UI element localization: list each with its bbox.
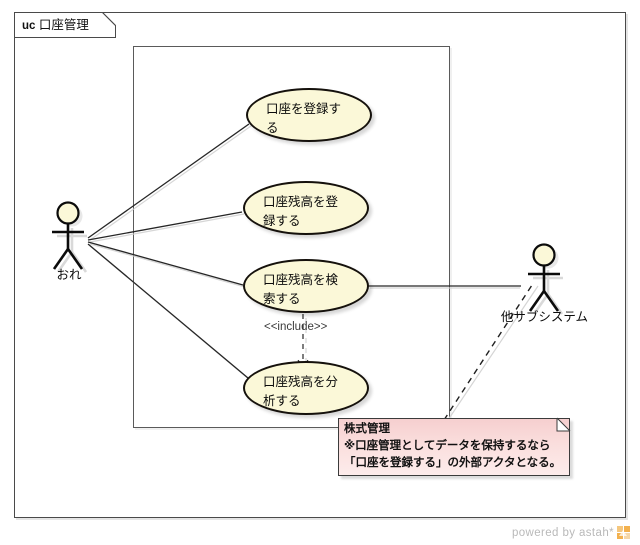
- usecase-uc3[interactable]: 口座残高を検 索する: [243, 259, 369, 313]
- frame-name-label: 口座管理: [38, 18, 89, 32]
- frame-kind-label: uc: [22, 20, 36, 32]
- note-comment[interactable]: 株式管理 ※口座管理としてデータを保持するなら 「口座を登録する」の外部アクタと…: [338, 417, 571, 476]
- actor-subsystem[interactable]: 他サブシステム: [501, 240, 588, 331]
- actor-ore-label: おれ: [56, 268, 82, 282]
- usecase-uc2[interactable]: 口座残高を登 録する: [243, 181, 369, 235]
- astah-logo-icon: [617, 526, 630, 539]
- astah-watermark: powered by astah*: [512, 526, 630, 539]
- frame-tab-shape: [14, 12, 116, 38]
- actor-ore-head: [56, 201, 80, 225]
- usecase-uc4-line2: 析する: [263, 394, 301, 408]
- usecase-uc4[interactable]: 口座残高を分 析する: [243, 361, 369, 415]
- usecase-uc1[interactable]: 口座を登録す る: [246, 88, 372, 142]
- actor-subsystem-figure: [528, 243, 564, 315]
- actor-ore[interactable]: おれ: [44, 198, 110, 289]
- actor-subsystem-label: 他サブシステム: [500, 310, 589, 324]
- system-boundary: [133, 46, 450, 428]
- assoc-ore-uc1: [87, 123, 250, 239]
- usecase-uc3-line2: 索する: [263, 292, 301, 306]
- note-line2: ※口座管理としてデータを保持するなら: [344, 440, 551, 452]
- actor-subsystem-head: [532, 243, 556, 267]
- include-stereotype-label: <<include>>: [264, 321, 328, 333]
- usecase-uc2-line1: 口座残高を登: [263, 195, 339, 209]
- usecase-uc4-line1: 口座残高を分: [263, 375, 339, 389]
- usecase-uc1-line1: 口座を登録す: [266, 102, 342, 116]
- assoc-ore-uc2: [87, 211, 243, 241]
- note-anchor-shadow: [447, 285, 539, 421]
- note-line1: 株式管理: [344, 423, 390, 435]
- note-line3: 「口座を登録する」の外部アクタとなる。: [344, 457, 562, 469]
- assoc-ore-uc4: [87, 243, 249, 379]
- frame-title: uc 口座管理: [22, 15, 89, 36]
- assoc-ore-uc3: [87, 241, 244, 286]
- note-anchor-line: [443, 281, 535, 421]
- usecase-uc2-line2: 録する: [263, 214, 301, 228]
- note-fold-icon: [556, 417, 571, 432]
- astah-watermark-text: powered by astah*: [511, 526, 614, 539]
- usecase-uc3-line1: 口座残高を検: [263, 273, 339, 287]
- usecase-uc1-line2: る: [266, 121, 279, 135]
- actor-ore-figure: [52, 201, 88, 273]
